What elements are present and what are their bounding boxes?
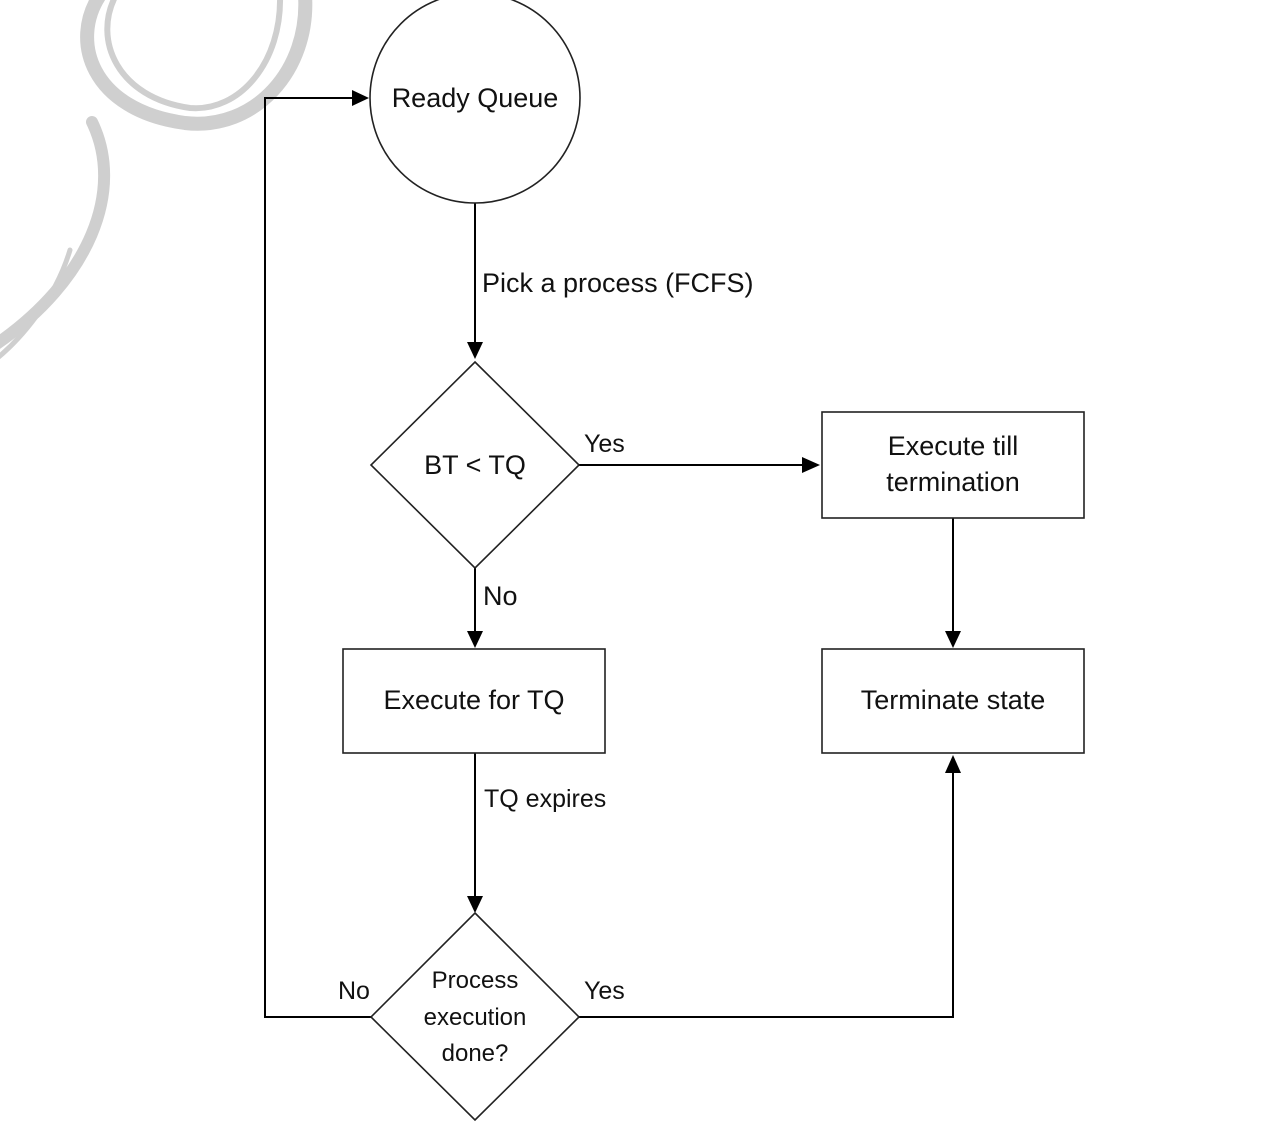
node-label-done-line-3: done? xyxy=(442,1040,509,1067)
node-decision-bt-tq[interactable]: BT < TQ xyxy=(369,360,581,570)
edge-label-tq-expires: TQ expires xyxy=(484,785,606,813)
node-label-done-line-1: Process xyxy=(432,967,519,994)
diamond-shape xyxy=(369,360,581,570)
node-label-bt-tq: BT < TQ xyxy=(424,450,526,480)
node-label-execute-for-tq: Execute for TQ xyxy=(383,685,564,715)
rect-shape xyxy=(821,411,1085,519)
edge-tq-expires: TQ expires xyxy=(467,753,606,913)
diamond-shape xyxy=(369,911,581,1122)
arrowhead-icon xyxy=(945,631,961,648)
arrowhead-icon xyxy=(467,631,483,648)
edge-label-bt-yes: Yes xyxy=(584,430,625,458)
arrowhead-icon xyxy=(467,342,483,359)
node-label-terminate-state: Terminate state xyxy=(861,685,1046,715)
node-ready-queue[interactable]: Ready Queue xyxy=(369,0,581,204)
node-decision-done[interactable]: Process execution done? xyxy=(369,911,581,1122)
edge-label-pick-process: Pick a process (FCFS) xyxy=(482,268,754,298)
edge-line xyxy=(264,97,372,1018)
edge-till-to-terminate xyxy=(945,518,961,648)
arrowhead-icon xyxy=(945,755,961,773)
edge-label-done-no: No xyxy=(338,977,370,1005)
node-label-done-line-2: execution xyxy=(424,1004,527,1031)
edge-pick-process: Pick a process (FCFS) xyxy=(467,203,754,359)
circle-shape xyxy=(369,0,581,204)
edge-bt-no: No xyxy=(467,568,518,648)
node-label-ready-queue: Ready Queue xyxy=(392,83,559,113)
decorative-swirl xyxy=(0,0,313,360)
node-execute-till-termination[interactable]: Execute till termination xyxy=(821,411,1085,519)
arrowhead-icon xyxy=(467,896,483,913)
edge-line xyxy=(578,771,954,1018)
arrowhead-icon xyxy=(802,457,820,473)
rect-shape xyxy=(342,648,606,754)
node-execute-for-tq[interactable]: Execute for TQ xyxy=(342,648,606,754)
node-terminate-state[interactable]: Terminate state xyxy=(821,648,1085,754)
node-label-execute-till-line-1: Execute till xyxy=(888,431,1019,461)
edge-done-no: No xyxy=(264,90,372,1018)
rect-shape xyxy=(821,648,1085,754)
edge-label-bt-no: No xyxy=(483,581,518,611)
node-label-execute-till-line-2: termination xyxy=(886,467,1020,497)
edge-label-done-yes: Yes xyxy=(584,977,625,1005)
arrowhead-icon xyxy=(352,90,369,106)
edge-done-yes: Yes xyxy=(578,755,961,1018)
edge-bt-yes: Yes xyxy=(578,430,820,473)
